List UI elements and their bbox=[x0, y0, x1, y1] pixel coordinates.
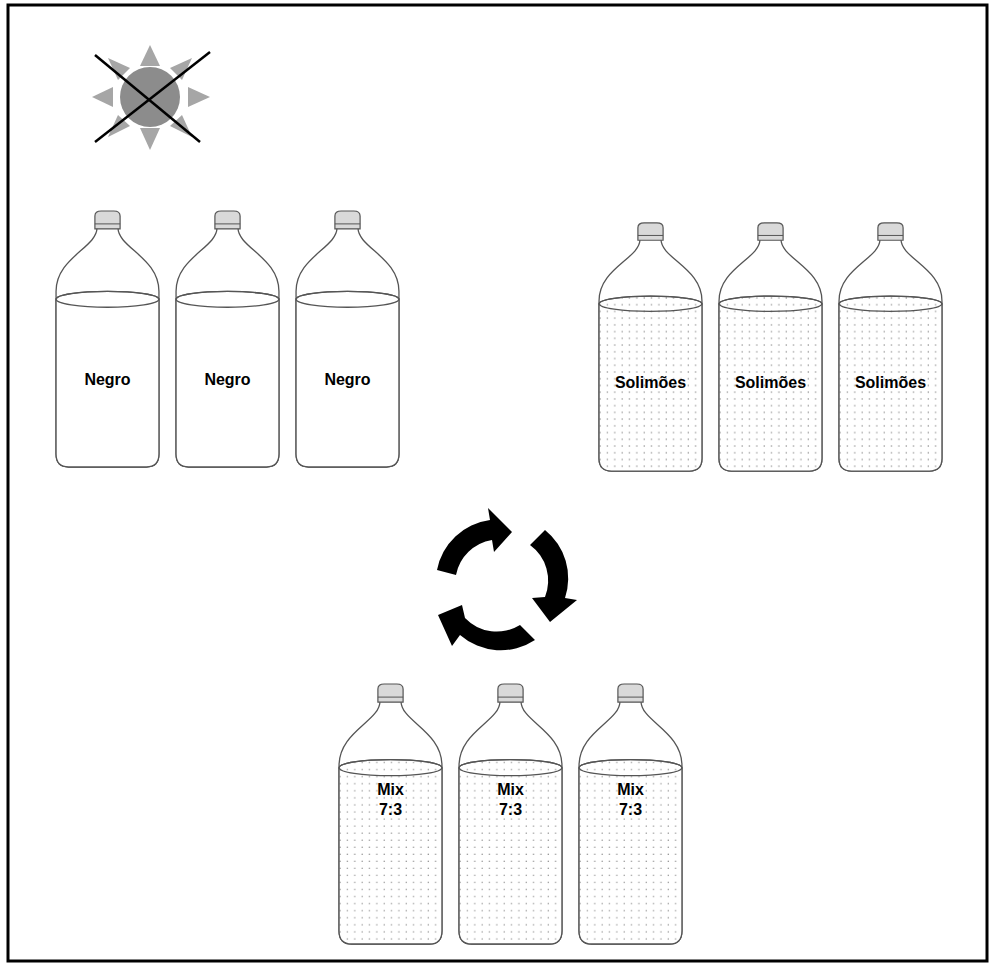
label-holder: Solimões bbox=[598, 373, 703, 393]
bottle-label: Solimões bbox=[615, 373, 686, 393]
bottle-outline bbox=[175, 210, 280, 468]
bottle: Solimões bbox=[718, 222, 823, 472]
label-holder: Negro bbox=[55, 370, 160, 390]
bottle-label: Negro bbox=[324, 370, 370, 390]
label-holder: Negro bbox=[295, 370, 400, 390]
bottle: Mix 7:3 bbox=[458, 683, 563, 945]
label-holder: Solimões bbox=[718, 373, 823, 393]
no-light-symbol bbox=[92, 45, 210, 150]
label-holder: Mix 7:3 bbox=[338, 780, 443, 820]
bottle-outline bbox=[598, 222, 703, 472]
bottle: Negro bbox=[175, 210, 280, 468]
cycle-arrows bbox=[437, 508, 577, 650]
bottle-label: Mix 7:3 bbox=[608, 780, 654, 820]
bottle-outline bbox=[295, 210, 400, 468]
bottle-outline bbox=[838, 222, 943, 472]
bottle-outline bbox=[55, 210, 160, 468]
label-holder: Mix 7:3 bbox=[458, 780, 563, 820]
bottle-label: Solimões bbox=[735, 373, 806, 393]
bottle-label: Mix 7:3 bbox=[368, 780, 414, 820]
bottle-label: Negro bbox=[204, 370, 250, 390]
bottle-outline bbox=[718, 222, 823, 472]
label-holder: Mix 7:3 bbox=[578, 780, 683, 820]
bottle: Solimões bbox=[838, 222, 943, 472]
bottle-label: Mix 7:3 bbox=[488, 780, 534, 820]
bottle: Negro bbox=[295, 210, 400, 468]
bottle: Mix 7:3 bbox=[578, 683, 683, 945]
bottle: Mix 7:3 bbox=[338, 683, 443, 945]
bottle: Solimões bbox=[598, 222, 703, 472]
label-holder: Negro bbox=[175, 370, 280, 390]
bottle: Negro bbox=[55, 210, 160, 468]
bottle-label: Negro bbox=[84, 370, 130, 390]
bottle-label: Solimões bbox=[855, 373, 926, 393]
label-holder: Solimões bbox=[838, 373, 943, 393]
frame bbox=[8, 5, 987, 961]
